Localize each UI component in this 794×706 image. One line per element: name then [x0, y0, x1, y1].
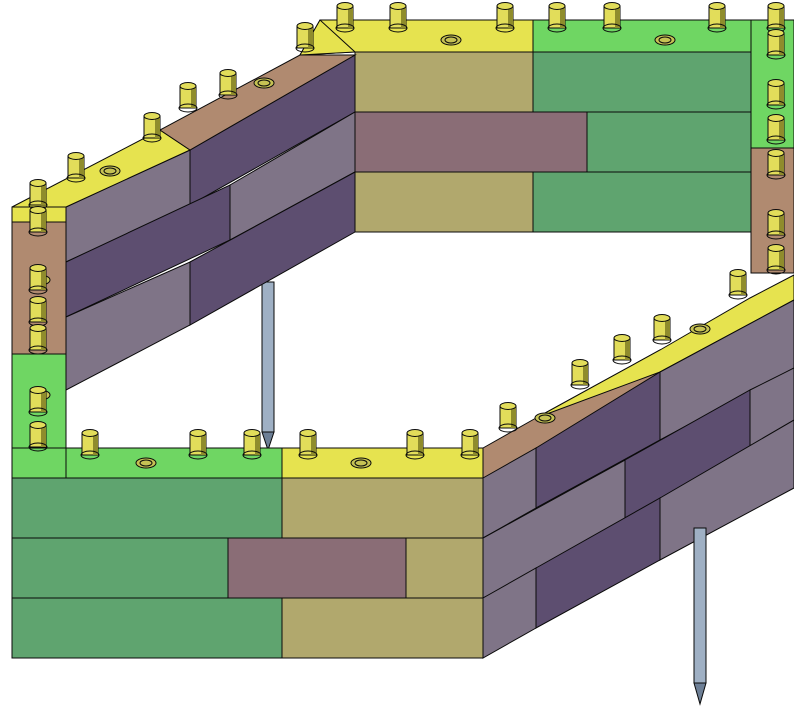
stud-icon — [766, 29, 786, 60]
socket-icon — [534, 412, 556, 424]
socket-icon — [135, 457, 157, 469]
stud-icon — [298, 429, 318, 460]
stud-icon — [388, 2, 408, 33]
front-rod — [693, 527, 707, 706]
front-brick-green-2 — [11, 537, 229, 599]
front-brick-khaki-2 — [405, 537, 484, 599]
rear-brick-khaki-2 — [354, 171, 534, 233]
left-diagonal-wall — [65, 54, 356, 391]
stud-icon — [295, 22, 315, 53]
stud-icon — [178, 82, 198, 113]
stud-icon — [766, 209, 786, 240]
rear-brick-green-3 — [532, 171, 752, 233]
front-brick-khaki-1 — [281, 477, 484, 539]
socket-icon — [654, 34, 676, 46]
peg-layer — [28, 2, 786, 469]
socket-icon — [99, 165, 121, 177]
socket-icon — [440, 34, 462, 46]
stud-icon — [28, 206, 48, 237]
rear-brick-green-1 — [532, 51, 752, 113]
front-wall — [11, 477, 484, 659]
diag-brick-purple-c — [189, 171, 356, 326]
stud-icon — [766, 114, 786, 145]
socket-inner-icon — [354, 459, 368, 467]
socket-icon — [350, 457, 372, 469]
stud-icon — [652, 314, 672, 345]
stud-icon — [28, 421, 48, 452]
socket-inner-icon — [693, 325, 707, 333]
stud-icon — [495, 2, 515, 33]
stud-icon — [28, 386, 48, 417]
rod-layer — [261, 281, 275, 452]
rear-brick-green-2 — [586, 111, 752, 173]
stud-icon — [335, 2, 355, 33]
rod-tip — [261, 431, 275, 452]
stud-icon — [242, 429, 262, 460]
socket-inner-icon — [139, 459, 153, 467]
rear-wall — [354, 51, 752, 233]
socket-inner-icon — [538, 414, 552, 422]
stud-icon — [66, 152, 86, 183]
stud-icon — [766, 2, 786, 33]
stud-icon — [766, 79, 786, 110]
socket-icon — [253, 77, 275, 89]
front-walls — [11, 274, 794, 706]
rdiag-brick-gray-f — [659, 419, 794, 561]
rear-brick-mauve — [354, 111, 588, 173]
stud-icon — [80, 429, 100, 460]
stud-icon — [728, 269, 748, 300]
front-top-corner-green — [11, 447, 67, 479]
stud-icon — [498, 402, 518, 433]
stud-icon — [707, 2, 727, 33]
stud-icon — [28, 296, 48, 327]
rod-body — [261, 281, 275, 433]
front-rod-tip — [693, 682, 707, 706]
socket-inner-icon — [103, 167, 117, 175]
socket-icon — [689, 323, 711, 335]
stud-icon — [570, 359, 590, 390]
stud-icon — [28, 264, 48, 295]
stud-icon — [612, 334, 632, 365]
stud-icon — [547, 2, 567, 33]
stud-icon — [28, 324, 48, 355]
socket-inner-icon — [658, 36, 672, 44]
stud-icon — [460, 429, 480, 460]
stud-icon — [28, 179, 48, 210]
socket-inner-icon — [257, 79, 271, 87]
rear-rod-left — [261, 281, 275, 452]
rdiag-brick-gray-b — [659, 299, 794, 441]
socket-inner-icon — [444, 36, 458, 44]
stud-icon — [602, 2, 622, 33]
front-brick-khaki-3 — [281, 597, 484, 659]
front-brick-green-1 — [11, 477, 283, 539]
diag-top-brown — [159, 54, 357, 151]
stud-icon — [405, 429, 425, 460]
front-brick-mauve — [227, 537, 407, 599]
front-rod-body — [693, 527, 707, 684]
stud-icon — [766, 244, 786, 275]
front-brick-green-3 — [11, 597, 283, 659]
right-diagonal-wall — [482, 299, 794, 659]
stud-icon — [142, 112, 162, 143]
stud-icon — [218, 69, 238, 100]
back-walls — [11, 19, 794, 479]
rear-top — [299, 19, 752, 56]
stud-icon — [188, 429, 208, 460]
stud-icon — [766, 149, 786, 180]
rear-brick-khaki-1 — [354, 51, 534, 113]
